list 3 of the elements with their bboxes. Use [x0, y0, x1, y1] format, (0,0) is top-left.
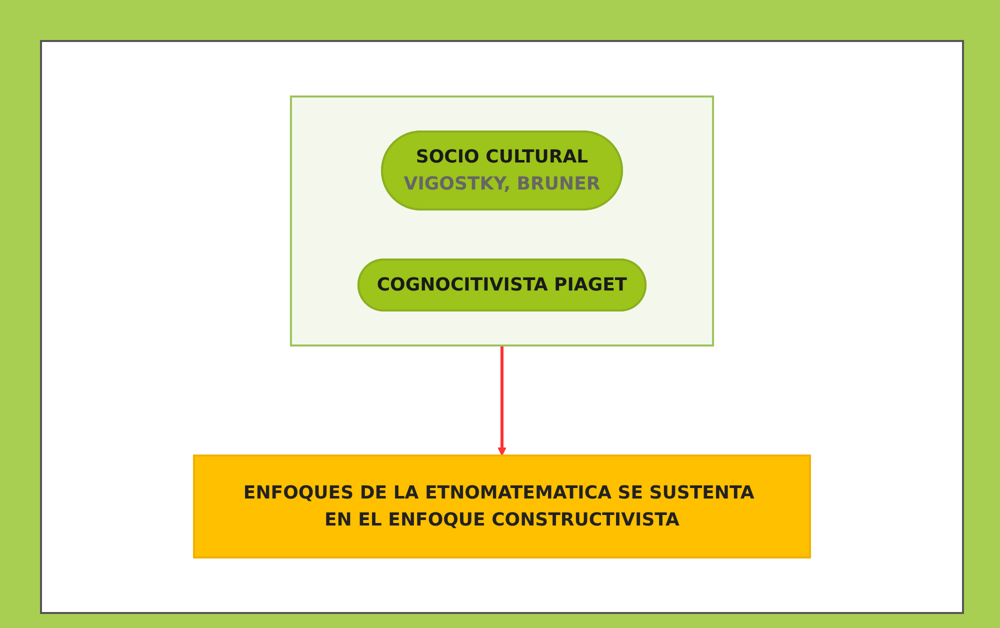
node-box: ENFOQUES DE LA ETNOMATEMATICA SE SUSTENTA EN EL ENFOQUE CONSTRUCTIVISTA [193, 454, 811, 558]
cluster [290, 96, 714, 346]
arrow [498, 346, 506, 456]
